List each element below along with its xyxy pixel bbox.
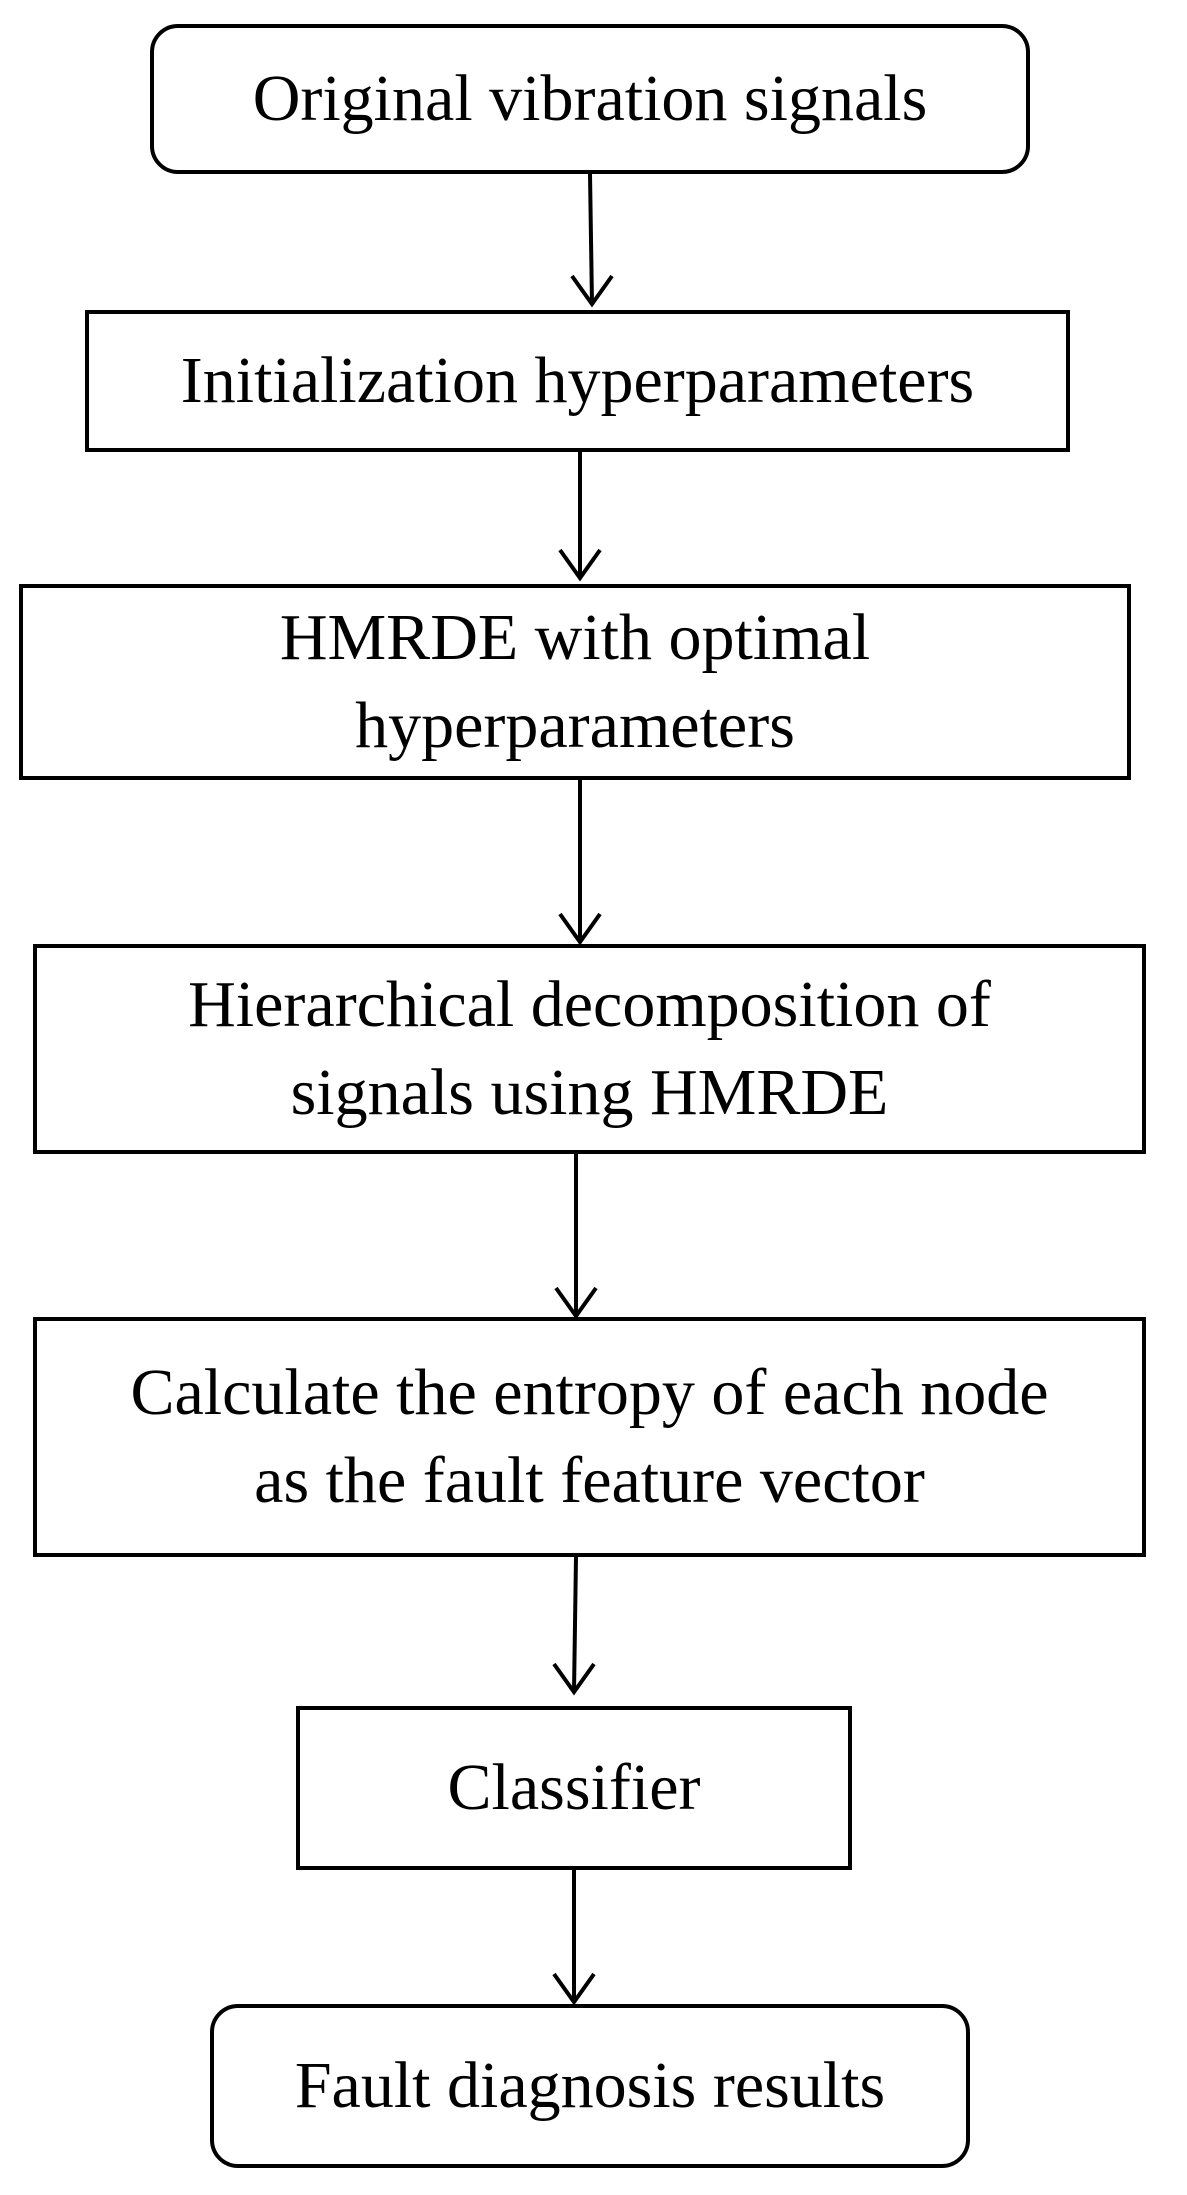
node-label-line: signals using HMRDE <box>290 1056 889 1129</box>
node-label-line: Initialization hyperparameters <box>180 344 975 418</box>
node-classifier: Classifier <box>296 1706 852 1870</box>
arrow-n5-n6 <box>572 1556 578 1693</box>
node-label-line: Calculate the entropy of each node <box>130 1356 1049 1430</box>
node-label-line: Original vibration signals <box>252 62 928 136</box>
node-initialization-hyperparameters: Initialization hyperparameters <box>85 310 1070 452</box>
arrowhead-n5-n6 <box>552 1662 596 1696</box>
node-hierarchical-decomposition: Hierarchical decomposition of signals us… <box>33 944 1146 1154</box>
arrow-n1-n2 <box>588 173 594 305</box>
arrowhead-n3-n4 <box>558 912 602 946</box>
arrowhead-n2-n3 <box>558 548 602 582</box>
node-label-line: Classifier <box>447 1751 701 1825</box>
node-calculate-entropy: Calculate the entropy of each node as th… <box>33 1317 1146 1557</box>
node-label-line: HMRDE with optimal <box>279 601 871 675</box>
arrowhead-n1-n2 <box>570 274 614 308</box>
node-label-line: Hierarchical decomposition of <box>188 968 991 1042</box>
node-label-line: hyperparameters <box>355 689 795 762</box>
node-original-vibration-signals: Original vibration signals <box>150 24 1030 174</box>
node-hmrde-optimal-hyperparameters: HMRDE with optimal hyperparameters <box>19 584 1131 780</box>
node-label-line: Fault diagnosis results <box>294 2049 886 2123</box>
node-label-line: as the fault feature vector <box>254 1444 925 1517</box>
arrowhead-n6-n7 <box>552 1972 596 2006</box>
node-fault-diagnosis-results: Fault diagnosis results <box>210 2004 970 2168</box>
arrowhead-n4-n5 <box>554 1286 598 1320</box>
